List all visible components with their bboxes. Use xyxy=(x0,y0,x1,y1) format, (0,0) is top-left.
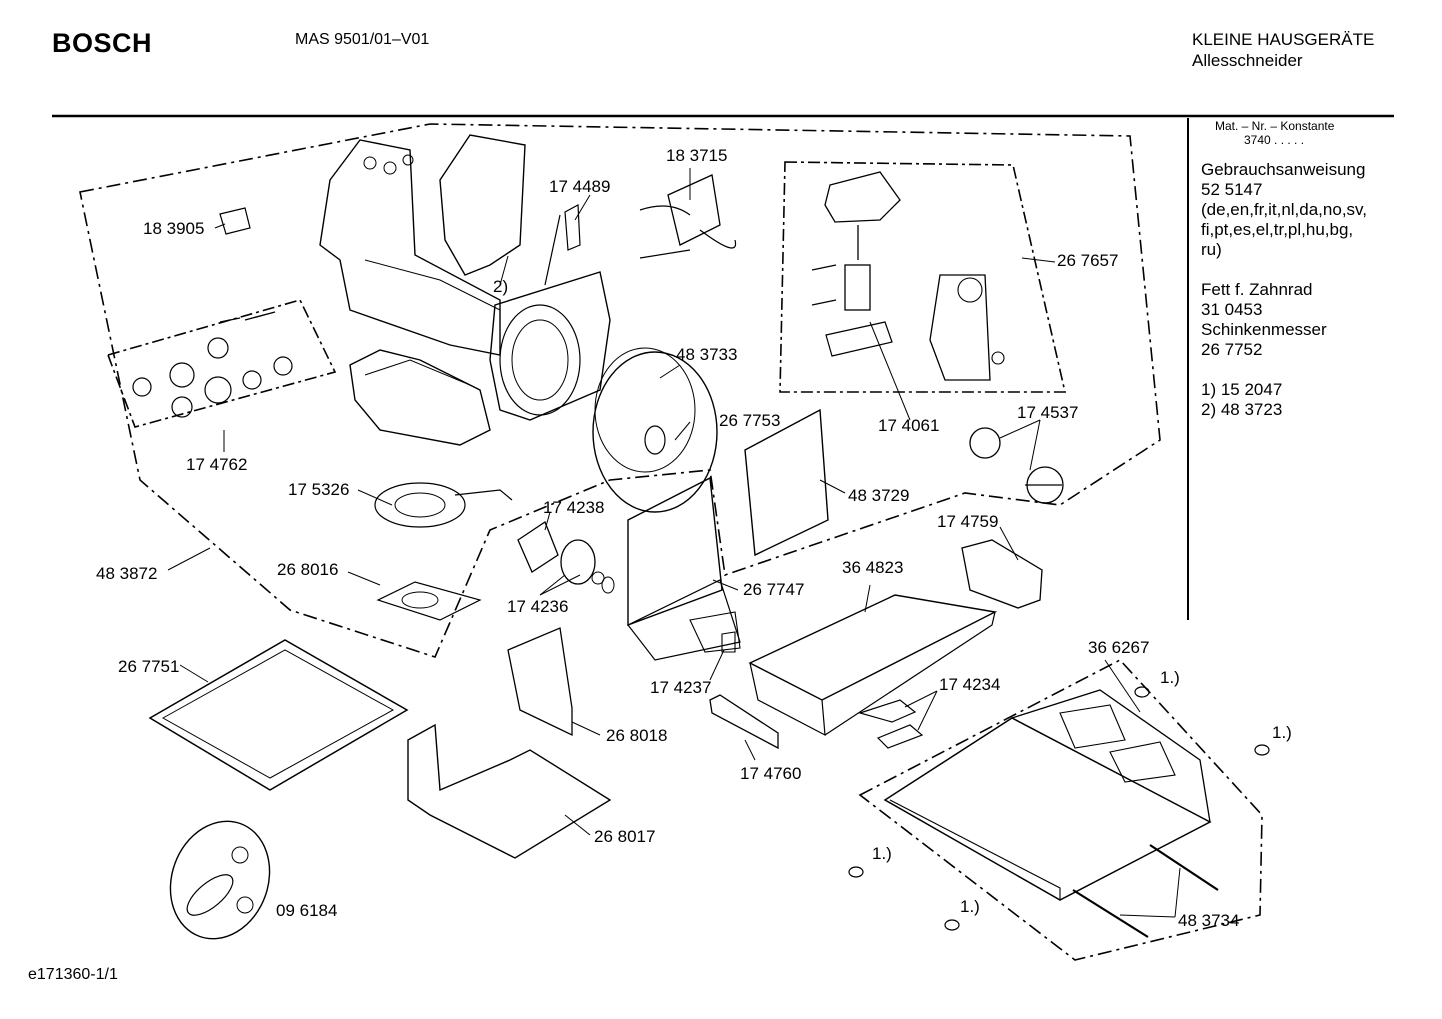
part-label-267747: 26 7747 xyxy=(743,580,805,599)
category-subtitle: Allesschneider xyxy=(1192,51,1303,70)
part-label-174238: 17 4238 xyxy=(543,498,605,517)
part-label-268017: 26 8017 xyxy=(594,827,656,846)
part-label-366267: 36 6267 xyxy=(1088,638,1150,657)
part-label-174759: 17 4759 xyxy=(937,512,999,531)
housing-left-part xyxy=(319,139,501,356)
brand-logo: BOSCH xyxy=(52,28,153,58)
part-label-174234: 17 4234 xyxy=(939,675,1001,694)
part-note-2: 2) xyxy=(493,277,509,296)
part-label-483733: 48 3733 xyxy=(676,345,738,364)
part-note-1c: 1.) xyxy=(872,844,892,863)
base-group-box xyxy=(858,659,1263,961)
part-label-096184: 09 6184 xyxy=(276,901,338,920)
part-label-483729: 48 3729 xyxy=(848,486,910,505)
part-label-267657: 26 7657 xyxy=(1057,251,1119,270)
guard-483729 xyxy=(744,408,829,557)
part-note-1b: 1.) xyxy=(1272,723,1292,742)
part-label-364823: 36 4823 xyxy=(842,558,904,577)
small-parts-box xyxy=(106,299,337,428)
part-label-174537: 17 4537 xyxy=(1017,403,1079,422)
manual-title: Gebrauchsanweisung xyxy=(1201,160,1366,179)
part-label-268016: 26 8016 xyxy=(277,560,339,579)
part-label-183905: 18 3905 xyxy=(143,219,205,238)
part-label-174237: 17 4237 xyxy=(650,678,712,697)
part-label-174236: 17 4236 xyxy=(507,597,569,616)
blade-carrier-plate xyxy=(489,271,611,421)
part-label-174489: 17 4489 xyxy=(549,177,611,196)
mat-number-header: Mat. – Nr. – Konstante xyxy=(1215,119,1335,133)
manual-number: 52 5147 xyxy=(1201,180,1263,199)
manual-languages-2: fi,pt,es,el,tr,pl,hu,bg, xyxy=(1201,220,1354,239)
motor-cover xyxy=(349,349,491,446)
motor-group-box xyxy=(779,161,1067,393)
ham-knife-label: Schinkenmesser xyxy=(1201,320,1327,339)
part-label-267753: 26 7753 xyxy=(719,411,781,430)
grease-number: 31 0453 xyxy=(1201,300,1263,319)
note-1: 1) 15 2047 xyxy=(1201,380,1283,399)
part-label-174061: 17 4061 xyxy=(878,416,940,435)
category-title: KLEINE HAUSGERÄTE xyxy=(1192,30,1375,49)
drawing-id: e171360-1/1 xyxy=(28,966,118,983)
part-label-183715: 18 3715 xyxy=(666,146,728,165)
part-label-268018: 26 8018 xyxy=(606,726,668,745)
part-label-174762: 17 4762 xyxy=(186,455,248,474)
part-note-1d: 1.) xyxy=(960,897,980,916)
assembly-outline xyxy=(79,123,1161,658)
part-label-267751: 26 7751 xyxy=(118,657,180,676)
part-label-175326: 17 5326 xyxy=(288,480,350,499)
circuit-board xyxy=(667,174,721,246)
tray-267751 xyxy=(148,639,409,791)
model-number: MAS 9501/01–V01 xyxy=(295,31,430,48)
mat-number-value: 3740 . . . . . xyxy=(1244,133,1305,147)
manual-languages-3: ru) xyxy=(1201,240,1222,259)
manual-languages-1: (de,en,fr,it,nl,da,no,sv, xyxy=(1201,200,1367,219)
ham-knife-number: 26 7752 xyxy=(1201,340,1263,359)
note-2: 2) 48 3723 xyxy=(1201,400,1283,419)
part-label-483734: 48 3734 xyxy=(1178,911,1240,930)
pusher-268017 xyxy=(407,723,612,859)
part-note-1a: 1.) xyxy=(1160,668,1180,687)
grease-label: Fett f. Zahnrad xyxy=(1201,280,1313,299)
carriage-267747 xyxy=(627,476,723,627)
part-label-174760: 17 4760 xyxy=(740,764,802,783)
part-label-483872: 48 3872 xyxy=(96,564,158,583)
housing-right-part xyxy=(439,134,526,276)
